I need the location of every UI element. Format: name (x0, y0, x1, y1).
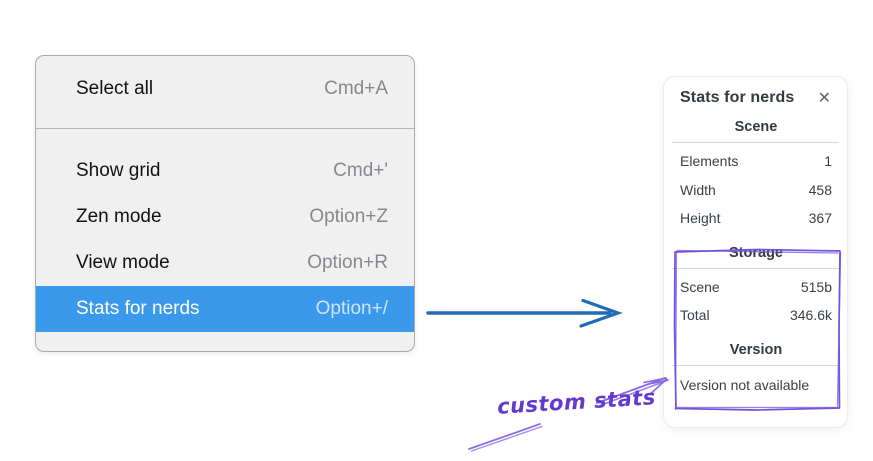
stat-row-total-storage: Total 346.6k (680, 301, 832, 330)
stat-value: 515b (800, 278, 832, 295)
section-divider (672, 364, 839, 366)
stat-row-scene-storage: Scene 515b (680, 273, 832, 302)
stat-row-elements: Elements 1 (680, 147, 832, 176)
menu-item-view-mode[interactable]: View mode Option+R (36, 240, 414, 286)
menu-item-shortcut: Option+/ (315, 298, 388, 319)
stats-section-scene: Scene Elements 1 Width 458 Height 367 (672, 119, 839, 233)
menu-item-label: Show grid (76, 160, 161, 181)
menu-item-label: Stats for nerds (76, 298, 200, 319)
menu-item-shortcut: Cmd+A (324, 78, 388, 99)
menu-item-show-grid[interactable]: Show grid Cmd+' (36, 148, 414, 194)
stat-value: 346.6k (789, 307, 832, 324)
stat-value: 458 (808, 181, 832, 198)
right-arrow-icon (426, 298, 623, 328)
section-heading: Scene (734, 119, 778, 135)
stat-label: Elements (680, 153, 739, 170)
menu-item-select-all[interactable]: Select all Cmd+A (36, 66, 414, 112)
stats-section-version: Version Version not available (672, 341, 839, 393)
stats-section-storage: Storage Scene 515b Total 346.6k (672, 244, 839, 330)
context-menu-section-bottom: Show grid Cmd+' Zen mode Option+Z View m… (36, 129, 414, 351)
menu-item-shortcut: Cmd+' (333, 160, 388, 181)
stat-label: Height (680, 210, 721, 227)
stat-label: Total (680, 307, 710, 324)
stats-panel-title: Stats for nerds (680, 89, 795, 106)
section-heading: Storage (729, 244, 783, 261)
section-divider (672, 142, 839, 143)
menu-item-label: View mode (76, 252, 170, 273)
menu-divider (36, 128, 414, 129)
stats-panel: Stats for nerds ✕ Scene Elements 1 Width… (663, 76, 848, 428)
annotation-custom-stats: custom stats (496, 385, 657, 419)
stat-value: 367 (808, 210, 832, 227)
context-menu: Select all Cmd+A Show grid Cmd+' Zen mod… (35, 55, 415, 352)
menu-item-shortcut: Option+Z (309, 206, 388, 227)
context-menu-section-top: Select all Cmd+A (36, 56, 414, 128)
stat-value: 1 (824, 153, 832, 170)
menu-item-zen-mode[interactable]: Zen mode Option+Z (36, 194, 414, 240)
section-divider (672, 267, 839, 269)
menu-item-shortcut: Option+R (307, 252, 388, 273)
stat-row-height: Height 367 (680, 204, 832, 233)
stats-panel-header: Stats for nerds ✕ (680, 89, 832, 107)
menu-item-stats-for-nerds[interactable]: Stats for nerds Option+/ (36, 286, 414, 332)
menu-item-label: Select all (76, 78, 154, 99)
section-heading: Version (729, 341, 783, 358)
sketch-underline-stroke (468, 423, 543, 452)
menu-item-label: Zen mode (76, 206, 162, 227)
stat-row-width: Width 458 (680, 176, 832, 205)
close-icon[interactable]: ✕ (817, 88, 831, 107)
stat-label: Scene (680, 278, 720, 295)
version-note: Version not available (680, 376, 810, 393)
stat-label: Width (680, 181, 716, 198)
